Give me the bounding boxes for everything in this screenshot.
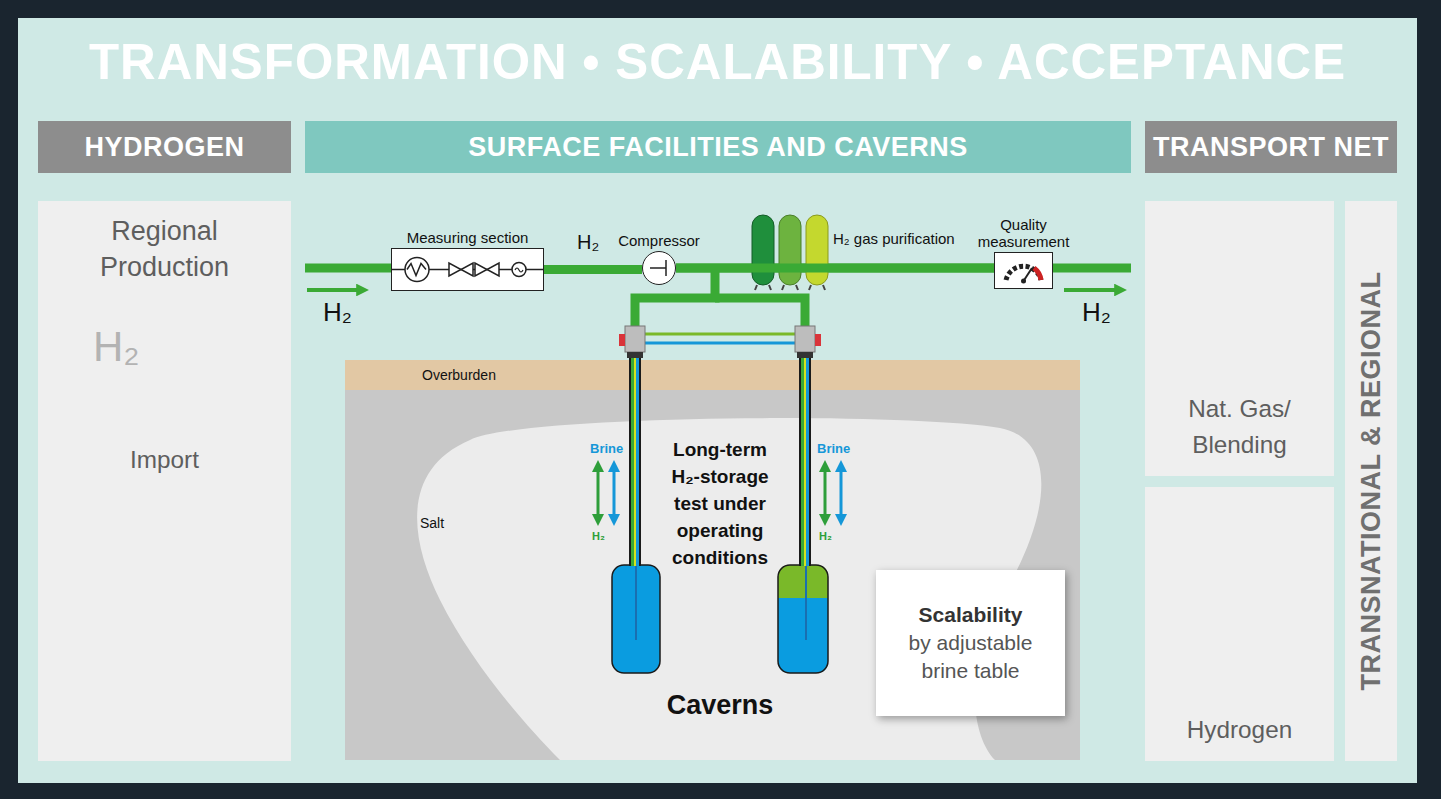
node-text: Scalability: [919, 601, 1023, 629]
purification-tanks-part: [779, 215, 801, 285]
node-text: TRANSNATIONAL & REGIONAL: [1356, 272, 1387, 691]
wellheads: [619, 326, 821, 358]
free-label: H₂: [592, 530, 605, 542]
wellheads-part: [645, 333, 795, 336]
node-text: Measuring section: [407, 229, 529, 246]
brine-arrows-part: [840, 466, 843, 520]
well-strings-part: [631, 358, 634, 566]
header-bar: SURFACE FACILITIES AND CAVERNS: [305, 121, 1131, 173]
pipeline-connector: [544, 265, 642, 274]
caverns-part: [778, 565, 828, 598]
wellheads-part: [625, 326, 645, 352]
underground-part: [345, 360, 1080, 390]
caverns-part: [778, 598, 828, 673]
well-strings-part: [806, 358, 809, 566]
well-strings-part: [799, 358, 811, 566]
compressor-circle: Compressor: [642, 251, 676, 285]
well-strings: [629, 358, 811, 640]
caverns-part: [612, 565, 660, 673]
free-label: H₂ gas purification: [833, 230, 955, 247]
well-strings-part: [629, 358, 641, 566]
free-label: Long-term H₂-storage test under operatin…: [662, 436, 778, 571]
node-text: by adjustable brine table: [891, 629, 1051, 685]
measuring-symbols: [391, 248, 544, 291]
transport-panel: Nat. Gas/ Blending: [1145, 201, 1334, 476]
brine-arrows-part: [597, 466, 600, 520]
well-strings-part: [635, 566, 637, 640]
header-bar: HYDROGEN: [38, 121, 291, 173]
well-strings-part: [634, 358, 636, 566]
wellheads-part: [619, 334, 625, 346]
purification-tanks-part: [806, 215, 828, 285]
free-label: Caverns: [620, 690, 820, 721]
node-text: SURFACE FACILITIES AND CAVERNS: [468, 132, 968, 163]
underground: [345, 360, 1080, 760]
node-text: Hydrogen: [1145, 713, 1334, 747]
pipeline-connector: [676, 264, 994, 273]
wellheads-part: [815, 334, 821, 346]
free-label: H₂: [1082, 297, 1111, 328]
card-frame-part: [18, 18, 1417, 783]
wellheads-part: [645, 342, 795, 345]
purification-tanks-part: [752, 215, 774, 285]
node-text: HYDROGEN: [84, 132, 244, 163]
free-label: Brine: [590, 441, 623, 456]
well-strings-part: [801, 358, 804, 566]
node-text: Regional Production: [68, 213, 261, 285]
transport-panel: Hydrogen: [1145, 487, 1334, 761]
node-text: Import: [38, 443, 291, 477]
free-label: H₂: [323, 297, 352, 328]
node-text: TRANSPORT NET: [1153, 132, 1389, 163]
free-label: H₂: [577, 231, 599, 254]
vertical-band: TRANSNATIONAL & REGIONAL: [1345, 201, 1397, 761]
caverns: [612, 565, 828, 673]
pipeline-part: [307, 288, 360, 292]
pipeline-part: [676, 264, 1131, 273]
scalability-box: Scalabilityby adjustable brine table: [876, 570, 1065, 716]
wellheads-part: [797, 352, 813, 358]
pipeline-part: [1064, 288, 1118, 292]
node-text: Quality measurement: [969, 216, 1079, 250]
gauge-symbol: [994, 252, 1053, 289]
node-text: Nat. Gas/ Blending: [1145, 391, 1334, 463]
source-panel: Regional ProductionImport: [38, 201, 291, 761]
well-strings-part: [636, 358, 639, 566]
wellheads-part: [627, 352, 643, 358]
purification-tanks-part: [755, 285, 825, 290]
free-label: Salt: [420, 515, 444, 531]
purification-tanks: [752, 215, 828, 290]
free-label: Overburden: [422, 367, 496, 383]
measuring-section-box: Measuring section: [391, 248, 544, 291]
node-text: Compressor: [618, 232, 700, 249]
free-label: H₂: [93, 323, 140, 371]
title-text: TRANSFORMATION • SCALABILITY • ACCEPTANC…: [18, 30, 1417, 94]
caverns-part: [778, 565, 828, 673]
header-bar: TRANSPORT NET: [1145, 121, 1397, 173]
quality-gauge-box: Quality measurement: [994, 252, 1053, 289]
well-strings-part: [804, 358, 806, 566]
compressor-symbol: [642, 251, 676, 285]
pipeline-part: [715, 298, 805, 326]
well-strings-part: [805, 566, 807, 640]
free-label: H₂: [819, 530, 832, 542]
free-label: Brine: [817, 441, 850, 456]
wellheads-part: [795, 326, 815, 352]
pipeline-part: [305, 264, 392, 273]
underground-part: [345, 390, 1080, 760]
brine-arrows-part: [824, 466, 827, 520]
brine-arrows-part: [613, 466, 616, 520]
